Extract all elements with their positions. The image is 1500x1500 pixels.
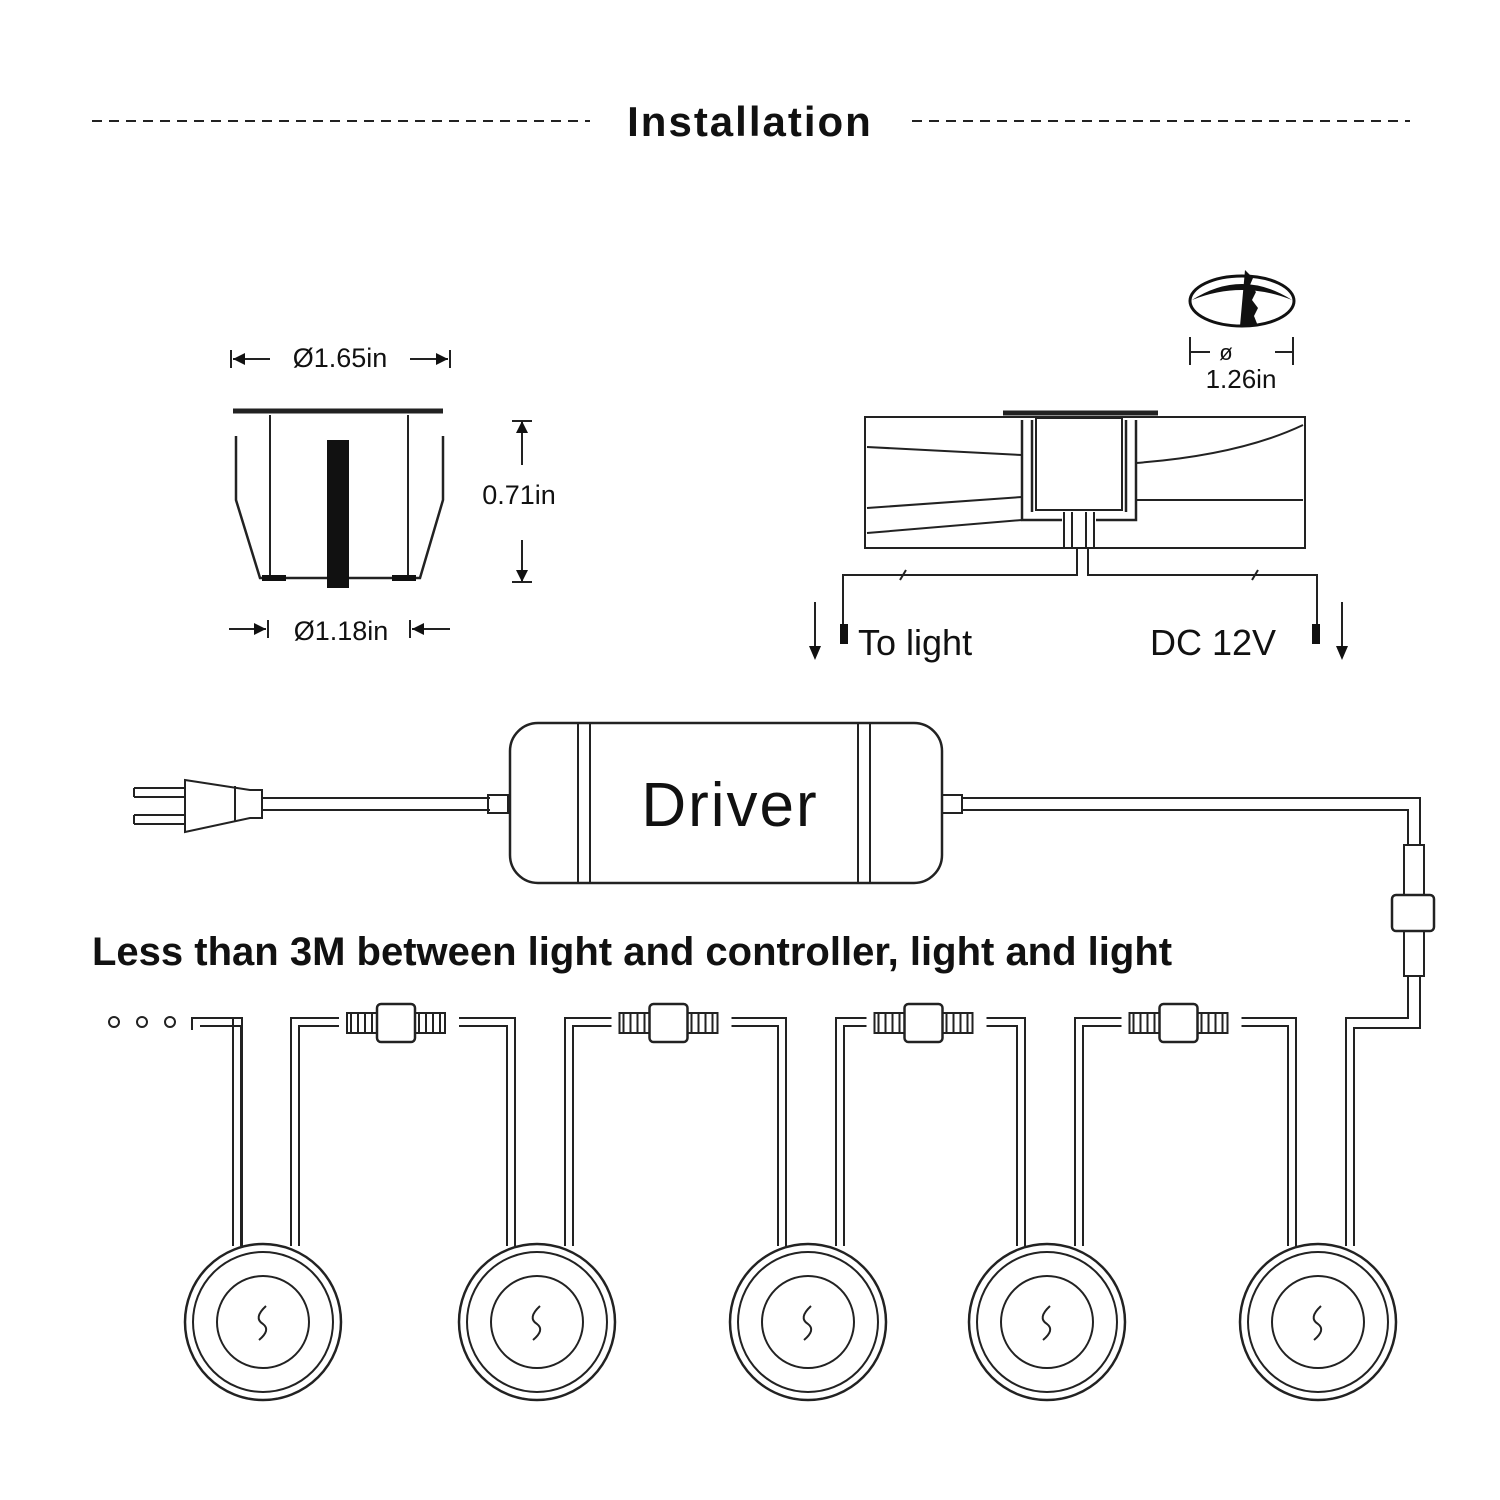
light-lens <box>1000 1275 1094 1369</box>
light-cable <box>290 1017 339 1246</box>
drill-hole-icon <box>1188 270 1296 365</box>
light-lens <box>216 1275 310 1369</box>
top-diameter-label: Ø1.65in <box>293 343 388 373</box>
cable-connector-socket <box>686 1012 719 1034</box>
light-cable <box>731 1017 787 1246</box>
light-lens <box>1271 1275 1365 1369</box>
light-cable <box>191 1017 242 1246</box>
light-cable <box>986 1017 1026 1246</box>
cable-connector <box>375 1002 417 1044</box>
to-light-label: To light <box>858 622 972 663</box>
cable-connector <box>903 1002 944 1044</box>
input-cable <box>262 797 490 811</box>
light-symbol-icon <box>802 1305 813 1341</box>
cable-connector <box>648 1002 689 1044</box>
dc-12v-label: DC 12V <box>1150 622 1276 663</box>
main-connector <box>1390 844 1436 977</box>
light-symbol-icon <box>1312 1305 1323 1341</box>
light-outer-ring <box>967 1242 1127 1402</box>
hole-diameter-label: 1.26in <box>1206 364 1277 394</box>
bottom-diameter-label: Ø1.18in <box>294 616 389 646</box>
light-cable <box>192 1017 243 1246</box>
power-plug-icon <box>133 778 263 834</box>
output-connector <box>941 794 963 814</box>
light-cable <box>1345 976 1421 1246</box>
light-cable <box>564 1017 612 1246</box>
fixture-side-view <box>233 408 445 588</box>
cable-connector-socket <box>1196 1012 1229 1034</box>
light-outer-ring <box>457 1242 617 1402</box>
light-outer-ring <box>728 1242 888 1402</box>
dimension-top-arrows <box>230 350 451 368</box>
light-symbol-icon <box>531 1305 542 1341</box>
page-title: Installation <box>627 98 873 145</box>
light-inner-ring <box>1247 1251 1389 1393</box>
light-chain <box>183 976 1421 1402</box>
output-cable <box>962 797 1421 845</box>
light-outer-ring <box>183 1242 343 1402</box>
light-lens <box>761 1275 855 1369</box>
hole-diameter-symbol: ø <box>1219 340 1232 365</box>
light-outer-ring <box>1238 1242 1398 1402</box>
light-inner-ring <box>192 1251 334 1393</box>
light-inner-ring <box>737 1251 879 1393</box>
light-cable <box>1241 1017 1297 1246</box>
light-cable <box>459 1017 516 1246</box>
distance-note: Less than 3M between light and controlle… <box>92 930 1172 974</box>
light-inner-ring <box>976 1251 1118 1393</box>
light-symbol-icon <box>257 1305 268 1341</box>
cable-connector-socket <box>414 1012 446 1034</box>
dimension-height-arrows <box>512 420 532 583</box>
installed-cross-section <box>809 410 1348 660</box>
light-cable <box>1074 1017 1122 1246</box>
input-connector <box>487 794 509 814</box>
cable-connector-socket <box>941 1012 974 1034</box>
dimension-bottom-arrows <box>229 620 450 638</box>
light-inner-ring <box>466 1251 608 1393</box>
light-lens <box>490 1275 584 1369</box>
light-cable <box>835 1017 867 1246</box>
light-symbol-icon <box>1041 1305 1052 1341</box>
cable-connector <box>1158 1002 1199 1044</box>
driver-label: Driver <box>641 771 818 840</box>
continuation-dots-icon <box>108 1016 176 1028</box>
height-label: 0.71in <box>482 480 556 510</box>
